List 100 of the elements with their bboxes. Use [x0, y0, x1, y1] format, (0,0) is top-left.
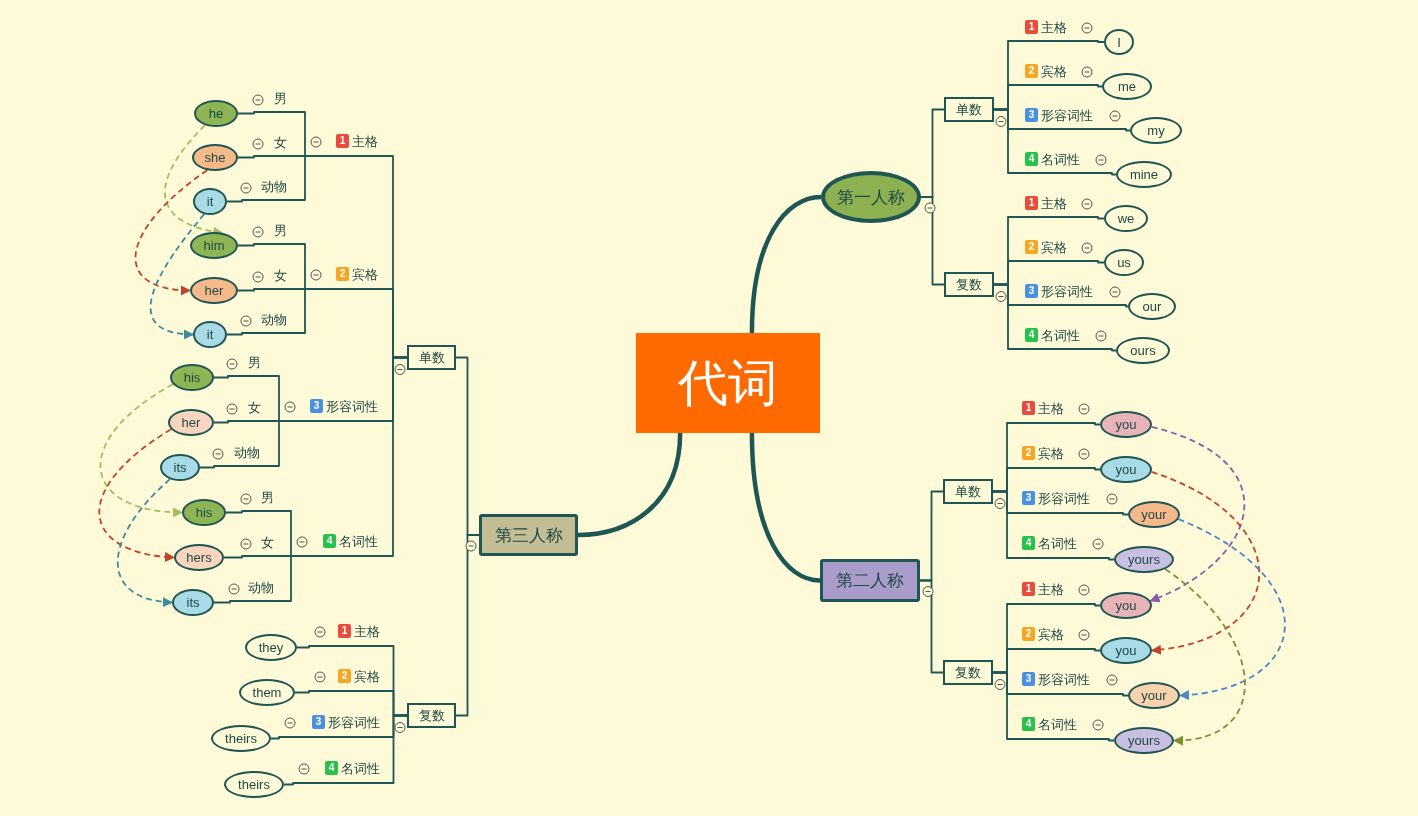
number-badge: 3 — [1025, 284, 1038, 298]
branch-line — [379, 714, 408, 784]
category-box: 单数 — [943, 479, 993, 504]
case-label: 形容词性 — [328, 715, 380, 730]
number-badge: 3 — [310, 399, 323, 413]
branch-line — [225, 510, 257, 514]
branch-line — [1090, 172, 1117, 176]
case-label: 主格 — [1038, 582, 1064, 597]
branch-label: 女 — [268, 268, 292, 290]
branch-label: 男 — [256, 490, 278, 512]
dashed-arrow — [98, 428, 175, 562]
case-label: 主格 — [1038, 401, 1064, 416]
branch-line — [237, 155, 269, 159]
number-badge: 2 — [336, 267, 349, 281]
case-label: 形容词性 — [326, 399, 378, 414]
pronoun-bubble: it — [193, 321, 227, 348]
number-badge: 4 — [1022, 717, 1035, 731]
main-branch — [749, 432, 821, 583]
pronoun-bubble: her — [168, 409, 214, 436]
case-topic — [300, 715, 380, 738]
branch-line — [1101, 693, 1129, 697]
case-label: 名词性 — [1041, 328, 1080, 343]
pronoun-bubble: my — [1130, 117, 1182, 144]
case-topic — [1022, 672, 1102, 695]
case-topic — [326, 267, 378, 290]
pronoun-bubble: his — [182, 499, 226, 526]
case-label: 名词性 — [341, 761, 380, 776]
branch-label: 动物 — [228, 445, 266, 467]
branch-label: 女 — [268, 135, 292, 157]
number-badge: 2 — [1022, 446, 1035, 460]
pronoun-bubble: you — [1100, 456, 1152, 483]
case-topic — [1025, 108, 1105, 130]
branch-line — [993, 283, 1026, 350]
title-box: 代词 — [636, 333, 820, 433]
main-branch — [749, 194, 822, 334]
pronoun-bubble: she — [192, 144, 238, 171]
branch-line — [1104, 304, 1129, 308]
pronoun-bubble: you — [1100, 411, 1152, 438]
branch-line — [237, 111, 269, 115]
case-label: 形容词性 — [1038, 491, 1090, 506]
pronoun-bubble: them — [239, 679, 295, 706]
dashed-arrow — [1164, 568, 1246, 745]
number-badge: 4 — [1025, 328, 1038, 342]
number-badge: 2 — [1025, 64, 1038, 78]
number-badge: 1 — [1025, 196, 1038, 210]
case-topic — [1022, 491, 1102, 514]
pronoun-bubble: hers — [174, 544, 224, 571]
category-box: 单数 — [407, 345, 456, 370]
branch-label: 女 — [242, 400, 266, 422]
case-topic — [1022, 627, 1074, 650]
dashed-arrow — [99, 383, 183, 517]
topic-ellipse: 第一人称 — [821, 171, 921, 223]
branch-label: 男 — [242, 355, 266, 377]
case-label: 名词性 — [339, 534, 378, 549]
pronoun-bubble: yours — [1114, 727, 1174, 754]
branch-line — [213, 600, 245, 604]
branch-line — [223, 555, 257, 559]
case-label: 名词性 — [1038, 536, 1077, 551]
branch-label: 男 — [268, 223, 292, 245]
dashed-arrow — [1177, 518, 1286, 700]
branch-line — [1090, 348, 1117, 352]
branch-line — [377, 356, 408, 557]
case-topic — [330, 624, 380, 647]
case-label: 形容词性 — [1041, 108, 1093, 123]
pronoun-bubble: our — [1128, 293, 1176, 320]
branch-line — [213, 420, 243, 424]
branch-line — [294, 690, 331, 694]
pronoun-bubble: he — [194, 100, 238, 127]
pronoun-bubble: her — [190, 277, 238, 304]
branch-line — [283, 782, 315, 786]
pronoun-bubble: yours — [1114, 546, 1174, 573]
branch-line — [993, 108, 1026, 174]
case-label: 宾格 — [1041, 64, 1067, 79]
number-badge: 4 — [325, 761, 338, 775]
branch-line — [1073, 648, 1101, 652]
case-label: 宾格 — [1038, 446, 1064, 461]
number-badge: 2 — [1022, 627, 1035, 641]
branch-line — [992, 490, 1023, 559]
branch-label: 女 — [256, 535, 278, 557]
case-topic — [312, 534, 378, 557]
case-label: 主格 — [354, 624, 380, 639]
number-badge: 1 — [1022, 582, 1035, 596]
branch-line — [291, 288, 327, 334]
case-label: 宾格 — [354, 669, 380, 684]
pronoun-bubble: him — [190, 232, 238, 259]
branch-line — [1104, 128, 1131, 132]
case-topic — [1025, 20, 1077, 42]
case-topic — [1022, 536, 1088, 559]
case-label: 主格 — [1041, 196, 1067, 211]
pronoun-bubble: they — [245, 634, 297, 661]
pronoun-bubble: it — [193, 188, 227, 215]
branch-line — [1076, 216, 1105, 220]
pronoun-bubble: its — [172, 589, 214, 616]
branch-line — [199, 465, 229, 469]
branch-line — [1073, 467, 1101, 471]
branch-line — [1076, 84, 1103, 88]
case-label: 宾格 — [1041, 240, 1067, 255]
case-topic — [1022, 582, 1074, 605]
topic-box: 第三人称 — [479, 514, 578, 556]
pronoun-bubble: theirs — [224, 771, 284, 798]
